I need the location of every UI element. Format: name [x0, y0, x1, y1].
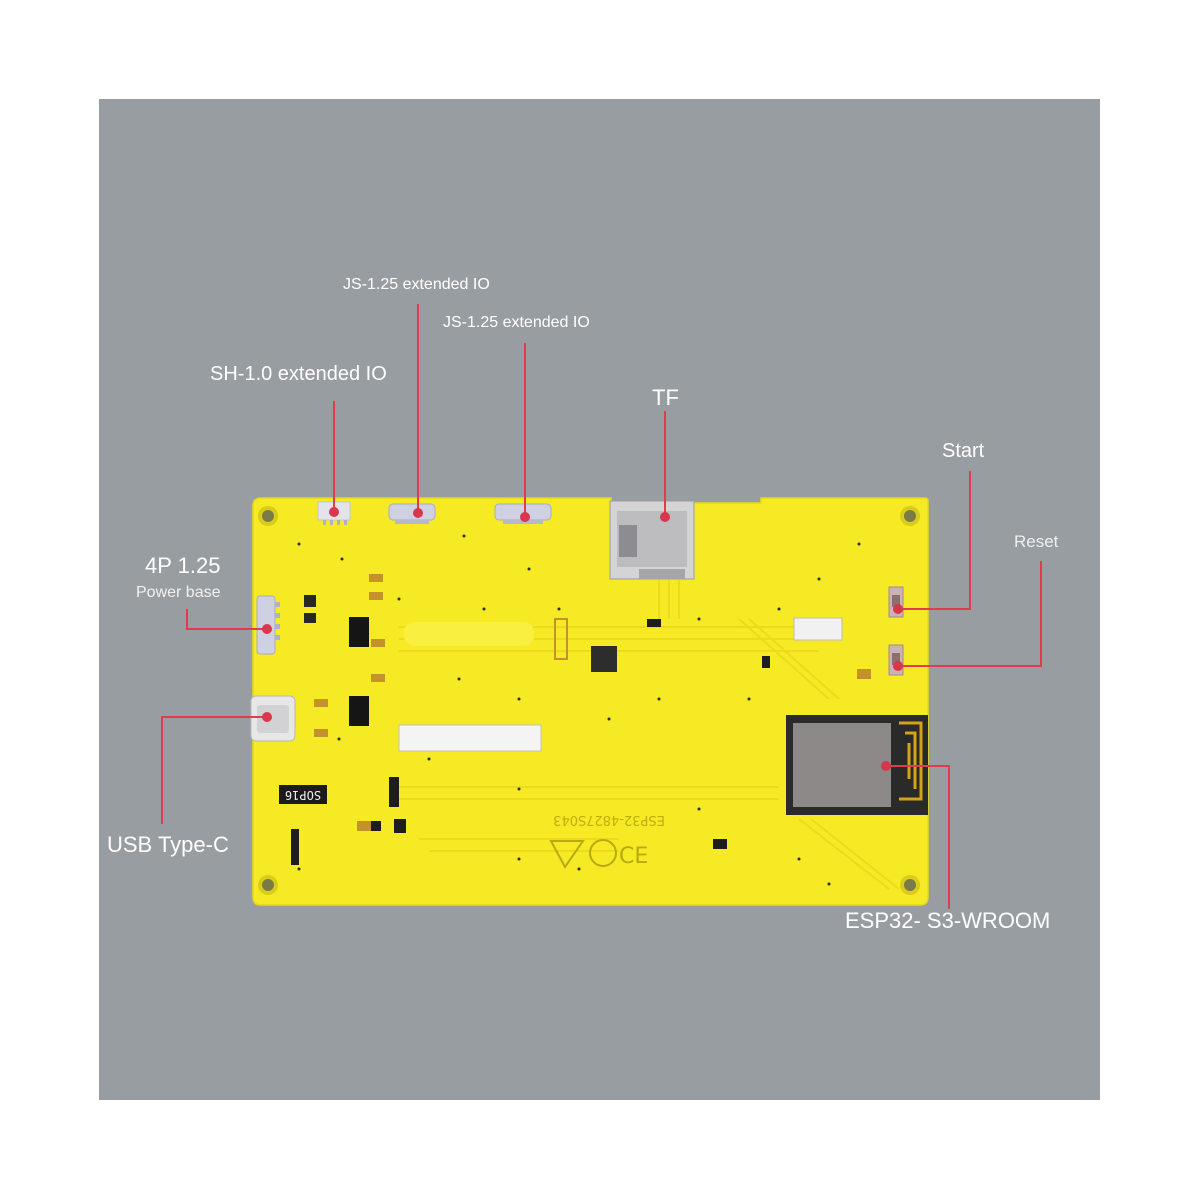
label-4p-125: 4P 1.25: [145, 553, 221, 578]
leader-start: [898, 471, 971, 610]
leader-reset: [898, 561, 1042, 667]
label-esp32-s3-wroom: ESP32- S3-WROOM: [845, 908, 1051, 933]
label-js125-extended-io-2: JS-1.25 extended IO: [443, 314, 590, 331]
label-start: Start: [942, 440, 985, 462]
certification-marks: CE: [549, 839, 648, 869]
label-sh10-extended-io: SH-1.0 extended IO: [210, 363, 387, 385]
js125-connector-a: [388, 503, 436, 524]
label-tf: TF: [652, 385, 679, 410]
pcb-illustration: SOP16 ESP32-4827S043 CE: [161, 304, 1042, 909]
pcb-traces: [399, 577, 900, 890]
leader-power: [186, 609, 267, 630]
pointer-dots: [262, 507, 903, 771]
pcb-board: [252, 497, 929, 906]
label-reset: Reset: [1014, 532, 1059, 551]
leader-esp: [886, 765, 950, 909]
label-usb-type-c: USB Type-C: [107, 832, 229, 857]
sop16-chip: SOP16: [279, 785, 327, 804]
leader-lines: [161, 304, 1042, 909]
sop16-label: SOP16: [285, 788, 321, 802]
smd-components: [291, 574, 871, 865]
label-js125-extended-io-1: JS-1.25 extended IO: [343, 276, 490, 293]
diagram-canvas: SOP16 ESP32-4827S043 CE: [99, 99, 1100, 1100]
tf-card-slot: [609, 500, 695, 580]
svg-text:CE: CE: [619, 844, 648, 869]
via-dots: [297, 534, 898, 886]
mounting-holes: [258, 506, 920, 895]
leader-usb: [161, 716, 267, 824]
label-power-base: Power base: [136, 584, 221, 601]
usb-type-c-port: [250, 695, 296, 742]
board-model-text: ESP32-4827S043: [553, 812, 665, 827]
